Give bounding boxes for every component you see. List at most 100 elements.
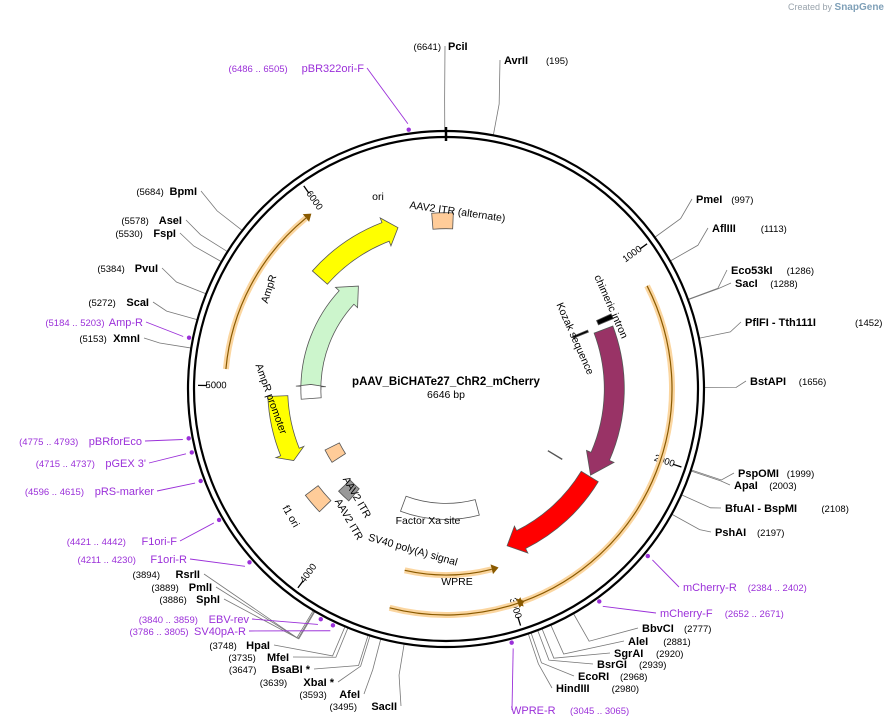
leader-hindiii — [527, 633, 553, 689]
site-pmli: PmlI(3889) — [151, 582, 212, 594]
orf-arc-line — [404, 568, 492, 576]
orf-arc-line — [225, 217, 307, 370]
site-position: (3748) — [209, 641, 236, 652]
site-pcii: (6641)PciI — [414, 41, 468, 53]
plasmid-name: pAAV_BiCHATe27_ChR2_mCherry — [352, 376, 540, 388]
primer-name: EBV-rev — [209, 614, 250, 626]
leader-ecori — [530, 632, 575, 677]
site-xbai: XbaI *(3639) — [260, 677, 335, 689]
site-position: (1656) — [799, 377, 826, 388]
site-name: BfuAI - BspMI — [725, 503, 797, 515]
site-name: PflFI - Tth111I — [745, 317, 816, 329]
primer-range: (3840 .. 3859) — [139, 615, 198, 626]
site-name: PshAI — [715, 527, 746, 539]
site-bfuai-bspmi: BfuAI - BspMI(2108) — [725, 503, 849, 515]
tick-3000 — [517, 616, 522, 626]
tick-6000 — [303, 185, 310, 194]
site-name: BsrGI — [597, 659, 627, 671]
leader-alei — [550, 624, 625, 655]
primer-leader-prs-marker — [156, 482, 196, 492]
orf-arc-line — [521, 285, 673, 603]
site-name: AflIII — [712, 223, 736, 235]
site-name: AfeI — [339, 689, 360, 701]
site-asei: AseI(5578) — [121, 215, 182, 227]
site-name: PciI — [448, 41, 468, 53]
primer-name: WPRE-R — [511, 705, 556, 717]
primer-range: (3786 .. 3805) — [129, 627, 188, 638]
site-position: (2968) — [620, 672, 647, 683]
leader-xmni — [143, 337, 192, 349]
site-position: (195) — [546, 56, 568, 67]
feature-aav2-itr — [304, 485, 332, 513]
primer-name: mCherry-F — [660, 608, 713, 620]
leader-pvui — [161, 267, 207, 295]
center-title: pAAV_BiCHATe27_ChR2_mCherry 6646 bp — [352, 376, 540, 401]
site-fspi: FspI(5530) — [115, 228, 176, 240]
feature-mcherry — [506, 470, 599, 554]
tick-label-4000: 4000 — [298, 562, 319, 586]
primer-leader-f1ori-f — [179, 522, 215, 542]
primer-leader-pgex-3 — [148, 453, 187, 464]
leader-avrii — [492, 59, 501, 136]
feature-f1-ori — [267, 395, 305, 461]
site-pmei: PmeI(997) — [696, 194, 753, 206]
tick-2000 — [672, 463, 682, 468]
primer-f1ori-f: F1ori-F(4421 .. 4442) — [67, 536, 178, 548]
site-avrii: AvrII(195) — [504, 55, 568, 67]
site-sphi: SphI(3886) — [159, 594, 220, 606]
credit-prefix: Created by — [787, 2, 833, 12]
orf-arrowhead — [516, 598, 525, 608]
tick-label-6000: 6000 — [304, 189, 325, 213]
leader-rsrii — [203, 573, 314, 639]
primer-mark-pbr322ori-f — [406, 127, 411, 132]
primer-name: pGEX 3' — [105, 458, 146, 470]
site-hindiii: HindIII(2980) — [556, 683, 639, 695]
site-position: (5153) — [79, 334, 106, 345]
site-name: SphI — [196, 594, 220, 606]
leader-apai — [690, 470, 731, 486]
feature-chimeric-intron — [596, 313, 614, 326]
primer-range: (2652 .. 2671) — [725, 609, 784, 620]
primer-range: (4211 .. 4230) — [77, 555, 135, 566]
site-position: (997) — [731, 195, 753, 206]
feature-chr2-h134r — [585, 325, 625, 476]
leader-scai — [152, 301, 198, 321]
leader-sgrai — [541, 628, 611, 659]
primer-name: F1ori-R — [150, 554, 187, 566]
primer-leader-amp-r — [145, 321, 184, 337]
site-bsrgi: BsrGI (2939) — [597, 659, 666, 671]
primer-pgex-3: pGEX 3'(4715 .. 4737) — [36, 458, 146, 470]
feature-label-wpre: WPRE — [441, 576, 473, 588]
primer-mark-mcherry-r — [645, 553, 651, 559]
site-position: (1452) — [855, 318, 882, 329]
primer-pbr322ori-f: pBR322ori-F(6486 .. 6505) — [229, 63, 365, 75]
primer-name: F1ori-F — [142, 536, 178, 548]
leader-hpai — [273, 626, 346, 657]
leader-bbvci — [572, 613, 639, 642]
site-mfei: MfeI(3735) — [228, 652, 289, 664]
site-position: (2939) — [639, 660, 666, 671]
leader-pshai — [671, 513, 712, 533]
primer-mark-prs-marker — [198, 478, 203, 484]
site-name: BsaBI * — [271, 664, 310, 676]
feature-sv40-poly-a-signal — [338, 479, 360, 502]
site-position: (5272) — [88, 298, 115, 309]
primer-wpre-r: WPRE-R (3045 .. 3065) — [511, 705, 629, 717]
feature-label-aav2-itr-alternate: AAV2 ITR (alternate) — [409, 199, 506, 224]
site-name: Eco53kI — [731, 265, 773, 277]
primer-leader-ebv-rev — [251, 618, 318, 625]
site-ecori: EcoRI(2968) — [578, 671, 647, 683]
leader-bsabi — [313, 634, 369, 670]
feature-label-sv40-poly-a-signal: SV40 poly(A) signal — [367, 532, 459, 569]
feature-label-f1-ori: f1 ori — [280, 503, 302, 529]
primer-range: (3045 .. 3065) — [570, 706, 629, 717]
leader-pspomi — [690, 469, 735, 481]
site-name: SacII — [371, 701, 397, 713]
site-name: ScaI — [126, 297, 149, 309]
orf-arrowhead — [490, 564, 499, 575]
tick-4000 — [297, 580, 304, 589]
primer-mark-f1ori-f — [216, 517, 222, 523]
leader-bpmi — [200, 190, 243, 231]
site-position: (2920) — [656, 649, 683, 660]
